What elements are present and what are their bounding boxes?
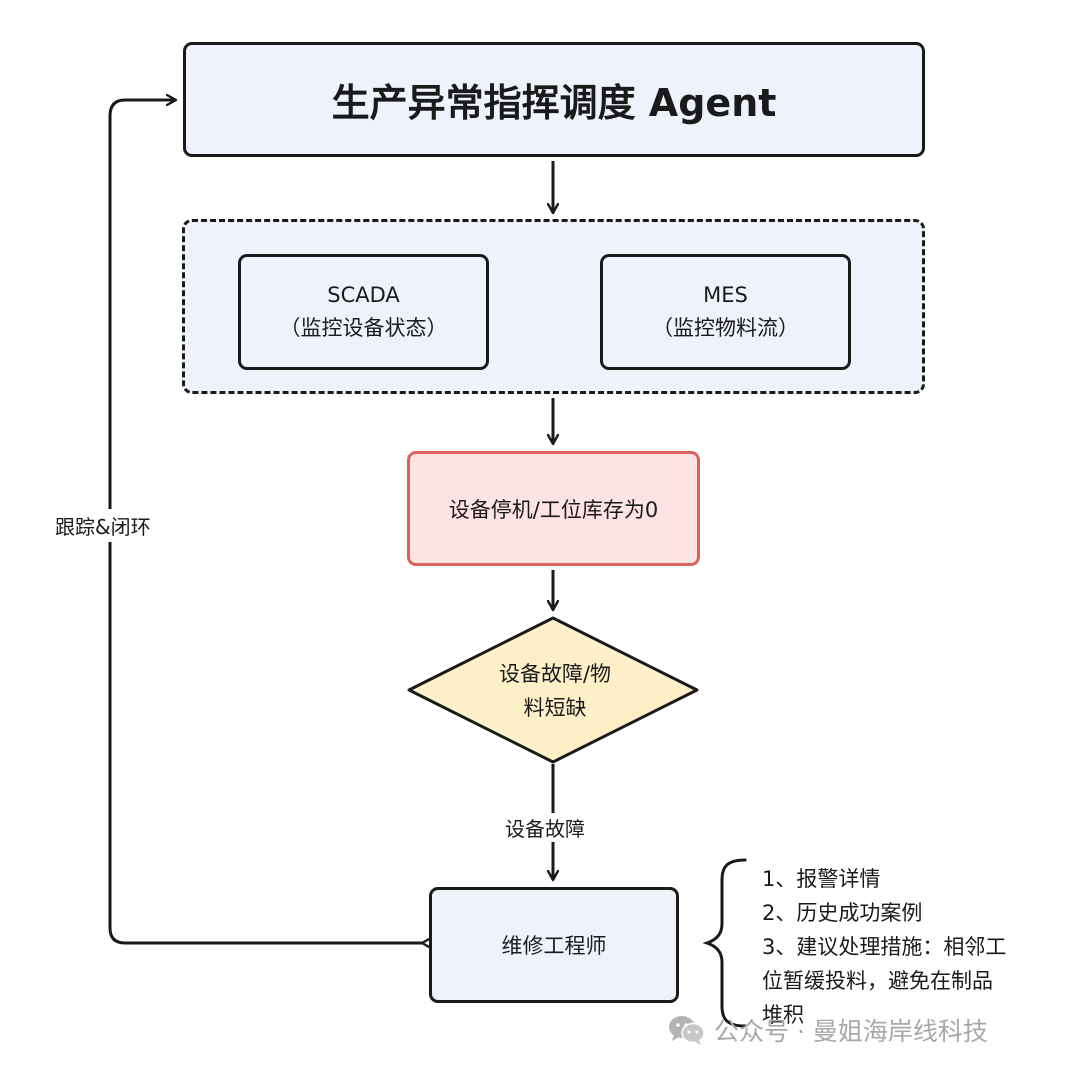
note-item: 3、建议处理措施：相邻工	[762, 935, 1007, 959]
engineer-box: 维修工程师	[429, 887, 679, 1003]
engineer-label: 维修工程师	[501, 934, 607, 958]
note-item: 2、历史成功案例	[762, 901, 923, 925]
mes-name: MES	[703, 283, 748, 307]
mes-desc: （监控物料流）	[652, 316, 799, 340]
event-box: 设备停机/工位库存为0	[407, 451, 700, 566]
loop-line-bottom	[108, 927, 422, 943]
note-item: 1、报警详情	[762, 867, 881, 891]
decision-label: 设备故障/物 料短缺	[460, 655, 650, 727]
scada-desc: （监控设备状态）	[279, 316, 448, 340]
note-item: 位暂缓投料，避免在制品	[762, 969, 993, 993]
agent-title: 生产异常指挥调度 Agent	[331, 81, 777, 125]
loop-line-top	[108, 100, 176, 117]
decision-line-2: 料短缺	[523, 696, 587, 720]
watermark: 公众号 · 曼姐海岸线科技	[668, 1010, 988, 1050]
event-label: 设备停机/工位库存为0	[448, 497, 659, 522]
decision-line-1: 设备故障/物	[498, 662, 612, 686]
mes-box: MES （监控物料流）	[600, 254, 851, 370]
scada-box: SCADA （监控设备状态）	[238, 254, 489, 370]
notes-brace	[702, 858, 747, 1028]
edge-label-fault: 设备故障	[505, 813, 585, 842]
scada-name: SCADA	[327, 283, 400, 307]
agent-title-box: 生产异常指挥调度 Agent	[183, 42, 925, 157]
wechat-icon	[669, 1016, 705, 1045]
loop-label: 跟踪&闭环	[55, 509, 151, 542]
watermark-text: 公众号 · 曼姐海岸线科技	[714, 1017, 988, 1046]
decision-diamond	[407, 616, 699, 764]
note-item: 堆积	[762, 1003, 804, 1027]
notes-list: 1、报警详情 2、历史成功案例 3、建议处理措施：相邻工 位暂缓投料，避免在制品…	[762, 862, 1052, 1032]
